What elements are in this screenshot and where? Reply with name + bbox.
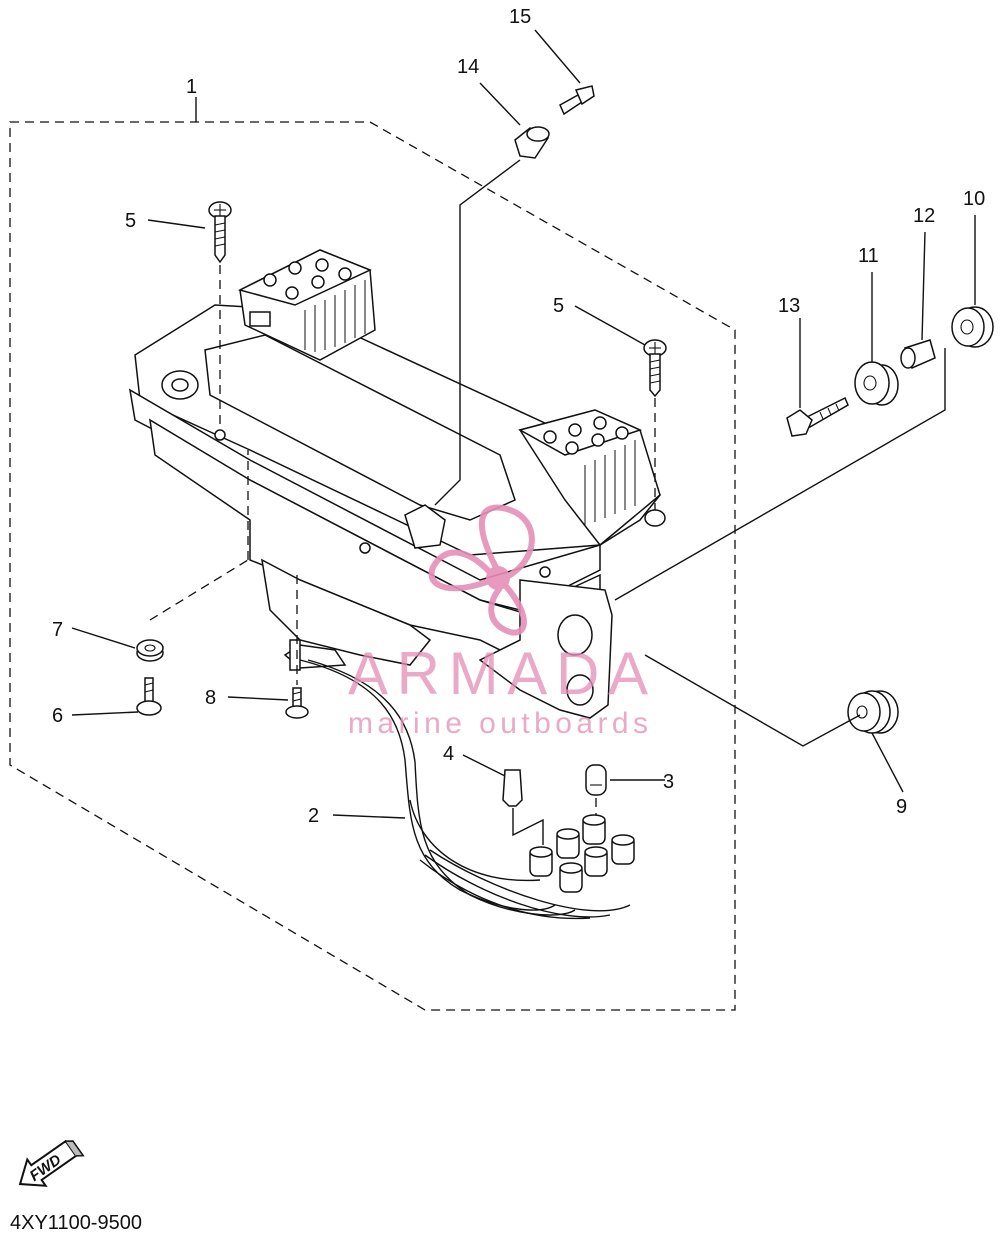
callout-11: 11 [858,245,879,267]
connectors [529,814,635,893]
grommet-7 [136,639,164,662]
callout-2: 2 [308,805,319,827]
bolt-6 [136,677,162,716]
callout-15: 15 [509,6,531,28]
callout-labels: 1 2 3 4 5 5 6 7 8 9 10 11 12 13 14 15 [52,6,985,827]
callout-12: 12 [913,205,935,227]
assembly-boundary [9,121,736,1011]
callout-14: 14 [457,56,479,78]
drawing-code: 4XY1100-9500 [10,1212,142,1234]
heat-sink-left [237,249,376,361]
leader-lines [71,29,976,845]
propeller-logo-icon [428,504,535,636]
screw-5-right [643,339,667,398]
callout-7: 7 [52,619,63,641]
grommet-9 [847,690,899,734]
washer-10 [951,306,994,348]
callout-5-left: 5 [125,210,136,232]
collar-14 [514,126,550,159]
cdi-unit-body [128,304,662,719]
callout-9: 9 [896,796,907,818]
cap-3 [585,764,607,796]
callout-4: 4 [443,743,454,765]
callout-13: 13 [778,295,800,317]
screw-5-left [208,201,232,264]
callout-8: 8 [205,687,216,709]
screw-15 [559,85,595,116]
callout-5-right: 5 [553,295,564,317]
wire-harness [289,639,631,920]
bolt-8 [285,687,309,719]
callout-3: 3 [663,771,674,793]
grommet-11 [854,361,899,406]
armada-watermark: ARMADA marine outboards [348,504,648,740]
callout-6: 6 [52,705,63,727]
callout-10: 10 [963,188,985,210]
watermark-brand: ARMADA [348,640,648,707]
callout-1: 1 [186,76,197,98]
cap-4 [502,769,523,807]
bolt-13 [786,396,849,437]
fwd-arrow-icon: FWD [18,1139,85,1187]
collar-12 [900,339,936,370]
watermark-tagline: marine outboards [348,707,648,740]
heat-sink-right [518,409,666,547]
